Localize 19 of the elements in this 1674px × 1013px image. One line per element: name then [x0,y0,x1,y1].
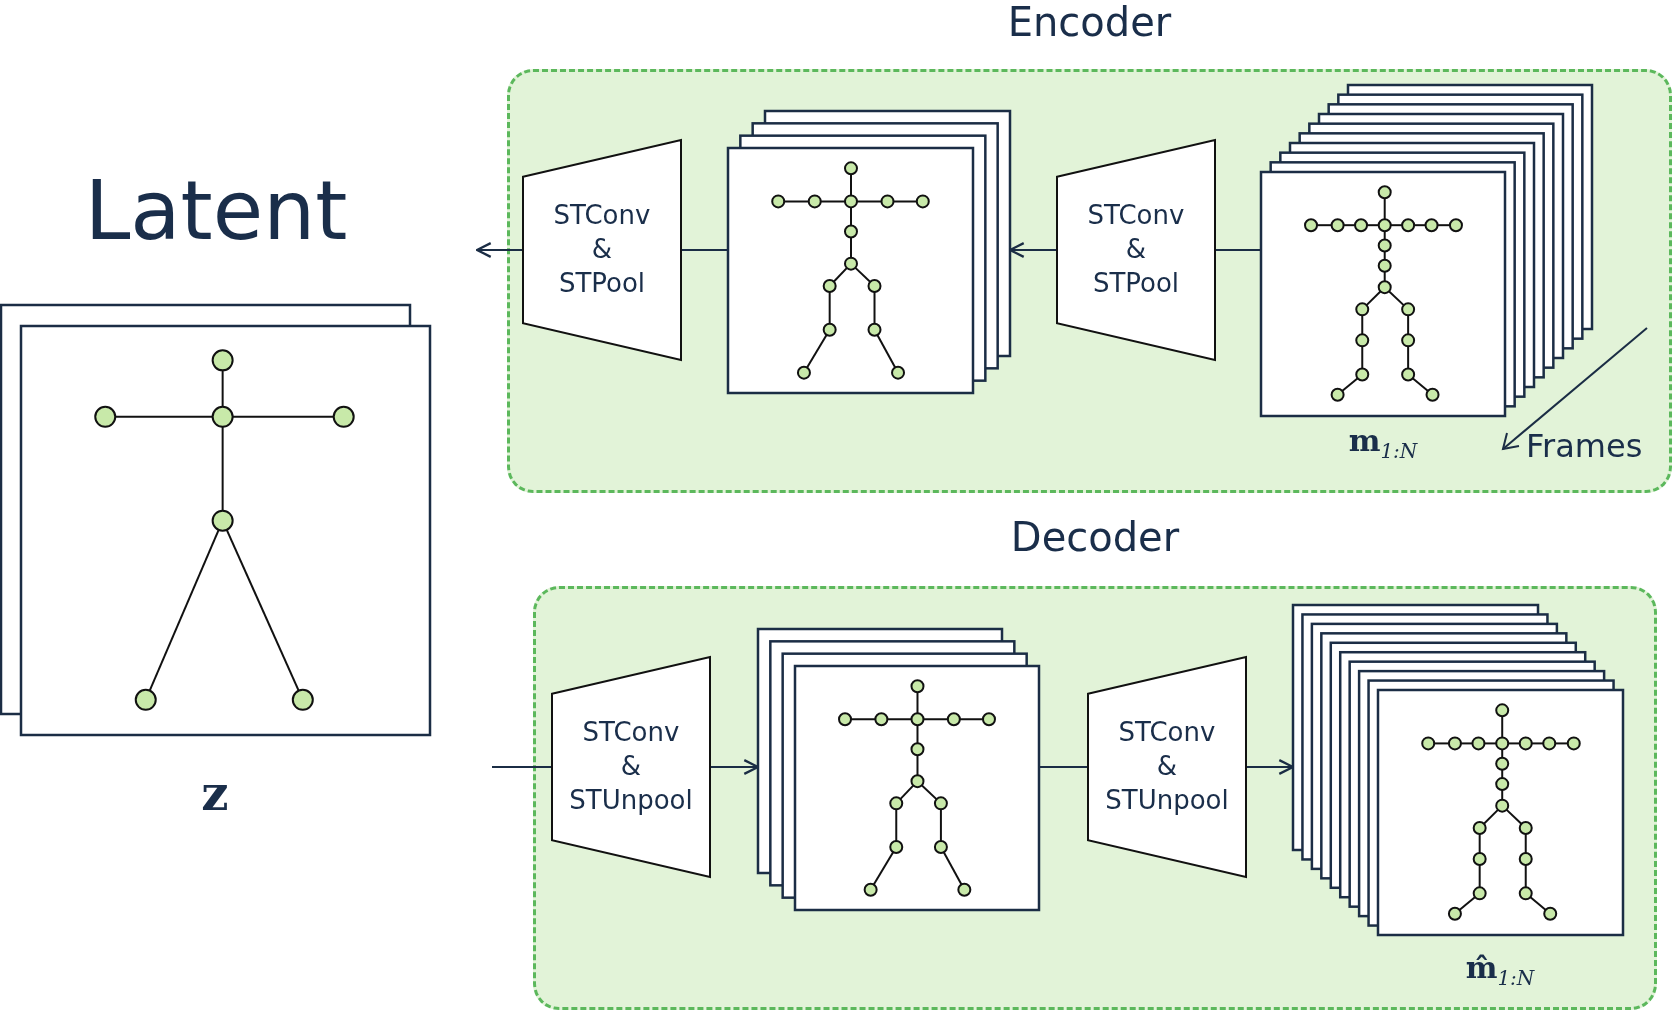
layer-label: STConv & STPool [1087,199,1185,300]
math-symbol: m̂$_{1:N}$ [1465,950,1535,990]
heading: Latent [84,170,348,252]
arrow [1008,242,1057,258]
math-symbol: m$_{1:N}$ [1348,423,1418,463]
math-symbol: z [201,765,229,821]
connector-line [1215,249,1262,251]
group-title: Encoder [1007,0,1172,44]
layer-label: STConv & STUnpool [1105,716,1229,817]
arrow [1246,759,1295,775]
connector-line [1038,766,1088,768]
connector-line [491,766,552,768]
layer-label: STConv & STPool [553,199,651,300]
arrow [475,242,523,258]
connector-line [681,249,729,251]
layer-label: STConv & STUnpool [569,716,693,817]
arrow [710,759,760,775]
frames-label: Frames [1526,430,1643,462]
group-title: Decoder [1010,515,1180,559]
